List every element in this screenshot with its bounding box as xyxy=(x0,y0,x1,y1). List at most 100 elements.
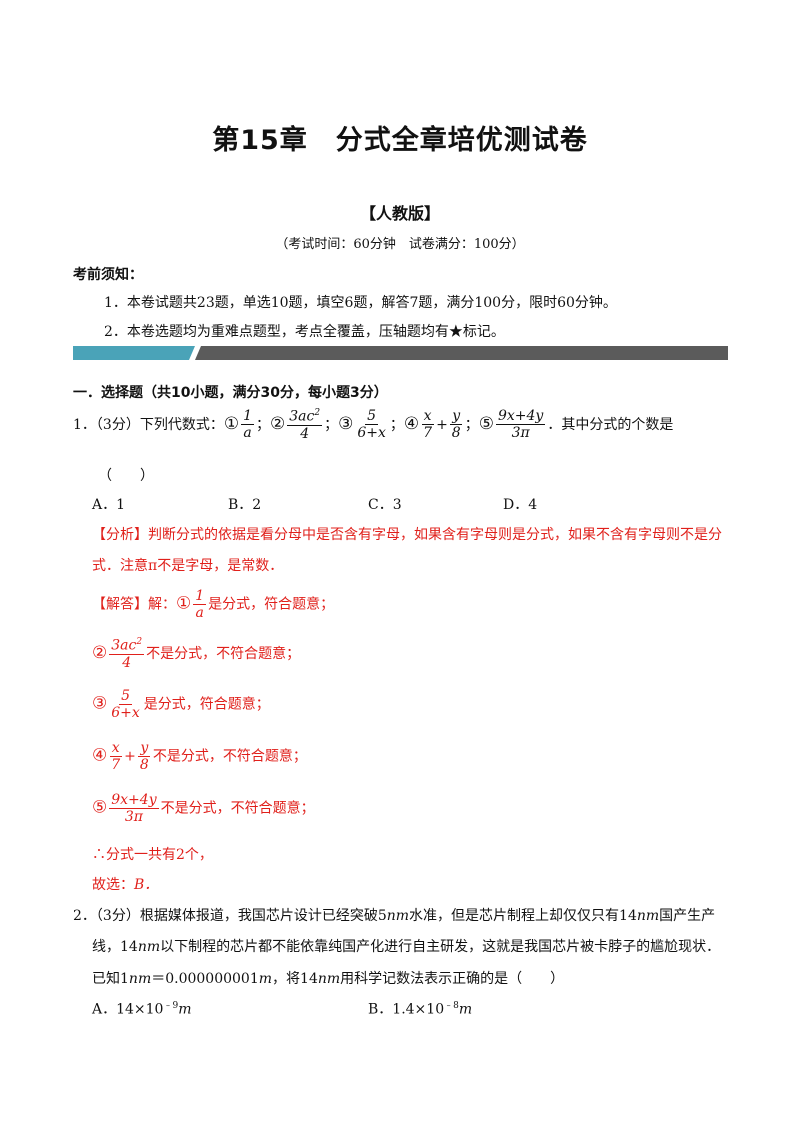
answer-paren: （ ） xyxy=(98,468,154,484)
text: ＝0.000000001 xyxy=(151,971,259,987)
text: 以下制程的芯片都不能依靠纯国产化进行自主研发，这就是我国芯片被卡脖子的尴尬现状． xyxy=(160,939,721,955)
question-1-prefix: 1．（3分）下列代数式： xyxy=(73,416,224,433)
denominator: a xyxy=(243,425,252,442)
option-a: A．1 xyxy=(92,497,126,513)
denominator: 4 xyxy=(300,425,310,442)
exam-info: （考试时间：60分钟 试卷满分：100分） xyxy=(275,237,525,252)
notice-title: 考前须知： xyxy=(73,267,143,283)
separator: ； xyxy=(464,416,479,433)
question-2-line-1: 2．（3分）根据媒体报道，我国芯片设计已经突破5 nm水准，但是芯片制程上却仅仅只… xyxy=(73,905,715,925)
circled-number: ② xyxy=(270,413,286,434)
q2-option-b: B．1.4×10﹣8m xyxy=(368,998,472,1019)
denominator: 8 xyxy=(139,757,149,774)
numerator: 9x+4y xyxy=(109,792,159,810)
denominator: 6+x xyxy=(357,425,386,442)
option-b: B．2 xyxy=(228,497,262,513)
text: 线，14 xyxy=(92,939,138,955)
conclusion: ∴分式一共有2个， xyxy=(92,847,213,863)
option-d: D．4 xyxy=(503,497,538,513)
numerator: y xyxy=(450,408,463,426)
exponent: ﹣8 xyxy=(444,1001,459,1011)
option-text: B．1.4×10 xyxy=(368,1001,445,1018)
solution-text: 是分式，符合题意； xyxy=(143,696,270,713)
choice-label: 故选： xyxy=(92,877,134,893)
numerator: 3ac2 xyxy=(287,408,323,426)
separator: ； xyxy=(389,416,404,433)
numerator-text: 3ac xyxy=(289,408,315,425)
unit-nm: nm xyxy=(137,939,161,955)
text: 水准，但是芯片制程上却仅仅只有14 xyxy=(409,908,637,924)
plus-sign: + xyxy=(124,748,136,765)
text: 已知1 xyxy=(92,971,129,987)
numerator: x xyxy=(421,408,434,426)
choice-value: B． xyxy=(134,877,159,893)
option-c: C．3 xyxy=(368,497,402,513)
solution-label: 【解答】解： xyxy=(92,596,176,613)
separator: ； xyxy=(324,416,339,433)
page-title: 第15章 分式全章培优测试卷 xyxy=(212,125,588,156)
denominator: 3π xyxy=(124,809,143,826)
text: 用科学记数法表示正确的是（ ） xyxy=(340,971,565,987)
question-2-line-3: 已知1nm＝0.000000001m，将14nm用科学记数法表示正确的是（ ） xyxy=(92,968,564,988)
circled-number: ⑤ xyxy=(92,797,108,818)
numerator: 9x+4y xyxy=(495,408,546,426)
text: 国产生产 xyxy=(659,908,716,924)
solution-text: 不是分式，不符合题意； xyxy=(160,800,315,817)
numerator: 5 xyxy=(119,688,132,706)
denominator: 6+x xyxy=(111,705,140,722)
section-title: 一．选择题（共10小题，满分30分，每小题3分） xyxy=(73,385,388,401)
exponent: 2 xyxy=(136,637,143,647)
denominator: 3π xyxy=(511,425,530,442)
numerator: 5 xyxy=(365,408,379,426)
denominator: 7 xyxy=(423,425,433,442)
denominator: 4 xyxy=(122,654,132,671)
unit-nm: nm xyxy=(128,971,152,987)
denominator: a xyxy=(195,605,204,622)
unit-m: m xyxy=(178,1001,192,1018)
solution-text: 不是分式，不符合题意； xyxy=(152,748,307,765)
plus-sign: + xyxy=(436,416,448,433)
numerator: 1 xyxy=(241,408,254,426)
unit-m: m xyxy=(458,1001,473,1018)
numerator: 3ac2 xyxy=(109,637,145,655)
analysis-line-2: 式．注意π不是字母，是常数． xyxy=(92,558,284,574)
question-1-suffix: ．其中分式的个数是 xyxy=(547,416,674,433)
circled-number: ③ xyxy=(92,693,108,714)
text: 2．（3分）根据媒体报道，我国芯片设计已经突破5 xyxy=(73,908,387,924)
numerator: 1 xyxy=(193,588,207,606)
divider-bar xyxy=(73,346,728,360)
circled-number: ④ xyxy=(92,745,108,766)
exponent: ﹣9 xyxy=(163,1001,179,1011)
numerator-text: 3ac xyxy=(111,637,137,654)
separator: ； xyxy=(256,416,270,433)
circled-number: ① xyxy=(223,413,240,434)
final-choice: 故选：B． xyxy=(92,874,158,894)
divider-bar-gray xyxy=(195,346,728,360)
circled-number: ③ xyxy=(338,413,354,434)
analysis-line-1: 【分析】判断分式的依据是看分母中是否含有字母，如果含有字母则是分式，如果不含有字… xyxy=(92,527,722,543)
text: ，将14 xyxy=(272,971,318,987)
edition-label: 【人教版】 xyxy=(359,204,440,223)
exponent: 2 xyxy=(314,408,321,418)
option-text: A．14×10 xyxy=(92,1001,164,1018)
denominator: 8 xyxy=(451,425,461,442)
unit-nm: nm xyxy=(636,908,660,924)
solution-text: 不是分式，不符合题意； xyxy=(146,645,301,662)
circled-number: ⑤ xyxy=(478,413,494,434)
